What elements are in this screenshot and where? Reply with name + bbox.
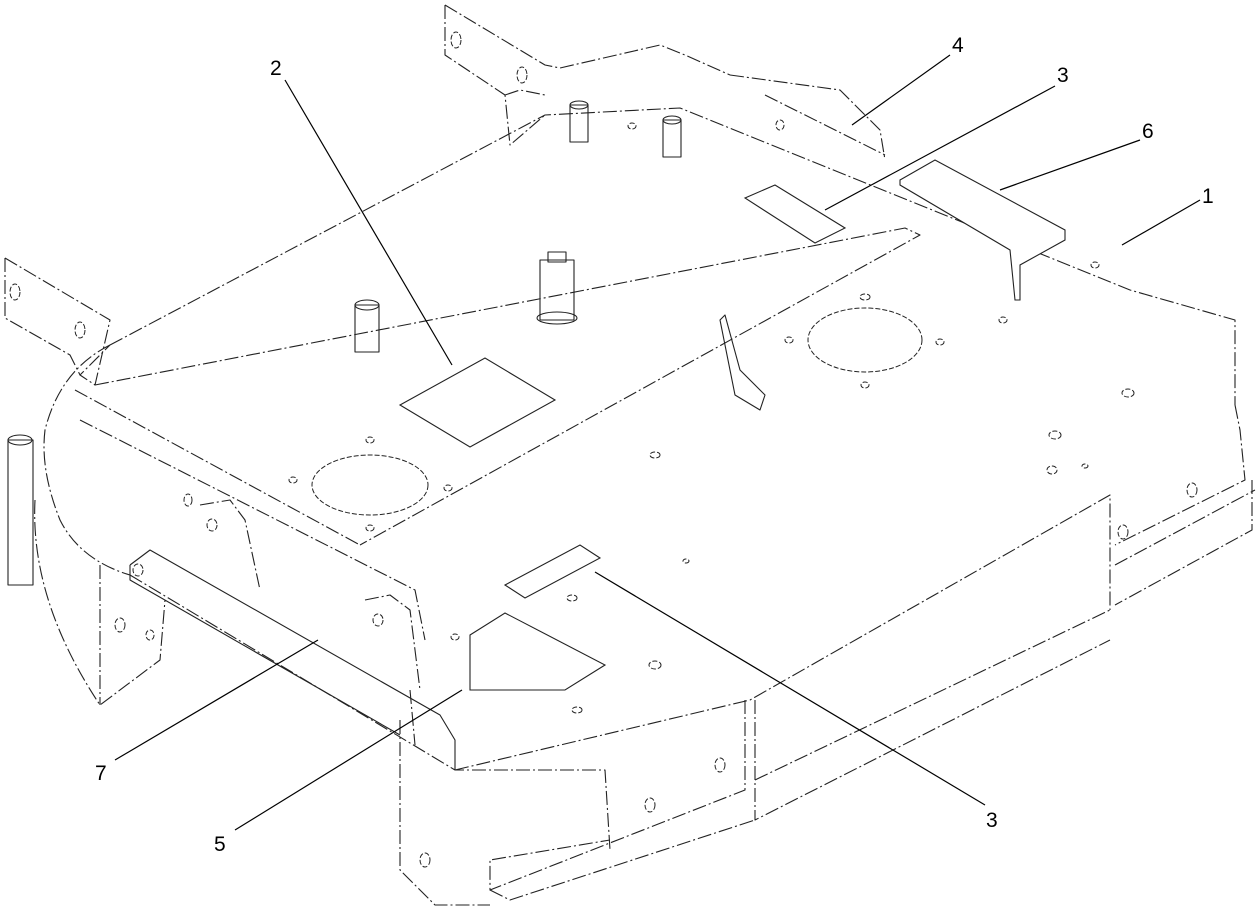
- callout-item-6: 6: [1142, 120, 1154, 143]
- callout-labels: 1 2 3 3 4 5 6 7: [95, 34, 1214, 856]
- mounting-holes: [183, 119, 1198, 868]
- callout-item-2: 2: [270, 57, 282, 80]
- callout-item-4: 4: [952, 34, 964, 57]
- decal-item-5: [469, 612, 607, 691]
- callout-item-7: 7: [95, 762, 107, 785]
- callout-item-5: 5: [214, 833, 226, 856]
- decal-item-6: [899, 159, 1066, 301]
- leader-item-2: [284, 79, 453, 366]
- leader-item-4: [851, 54, 951, 126]
- leader-item-3b: [594, 571, 986, 806]
- leader-item-7: [114, 639, 319, 761]
- callout-item-3b: 3: [986, 809, 998, 832]
- belt-guide-bracket: [719, 314, 766, 411]
- spindle-opening-left: [311, 454, 429, 516]
- decal-item-3-front: [503, 544, 602, 599]
- rear-bracket-left: [4, 257, 111, 386]
- leader-item-1: [1121, 199, 1201, 246]
- leader-lines: [114, 54, 1201, 831]
- leader-item-5: [234, 689, 463, 831]
- spindle-opening-right: [807, 307, 923, 373]
- decal-item-3-rear: [743, 184, 847, 244]
- top-strip: [729, 74, 886, 161]
- decal-item-2: [398, 357, 557, 448]
- leader-item-3a: [824, 85, 1056, 211]
- pivot-pins: [7, 100, 682, 586]
- deck-body: [34, 107, 1256, 906]
- rear-bracket-right: [444, 4, 731, 146]
- callout-item-3a: 3: [1057, 64, 1069, 87]
- leader-item-6: [999, 139, 1141, 191]
- baffle-strip: [74, 227, 921, 641]
- front-bumper-bar: [114, 499, 456, 770]
- callout-item-1: 1: [1202, 185, 1214, 208]
